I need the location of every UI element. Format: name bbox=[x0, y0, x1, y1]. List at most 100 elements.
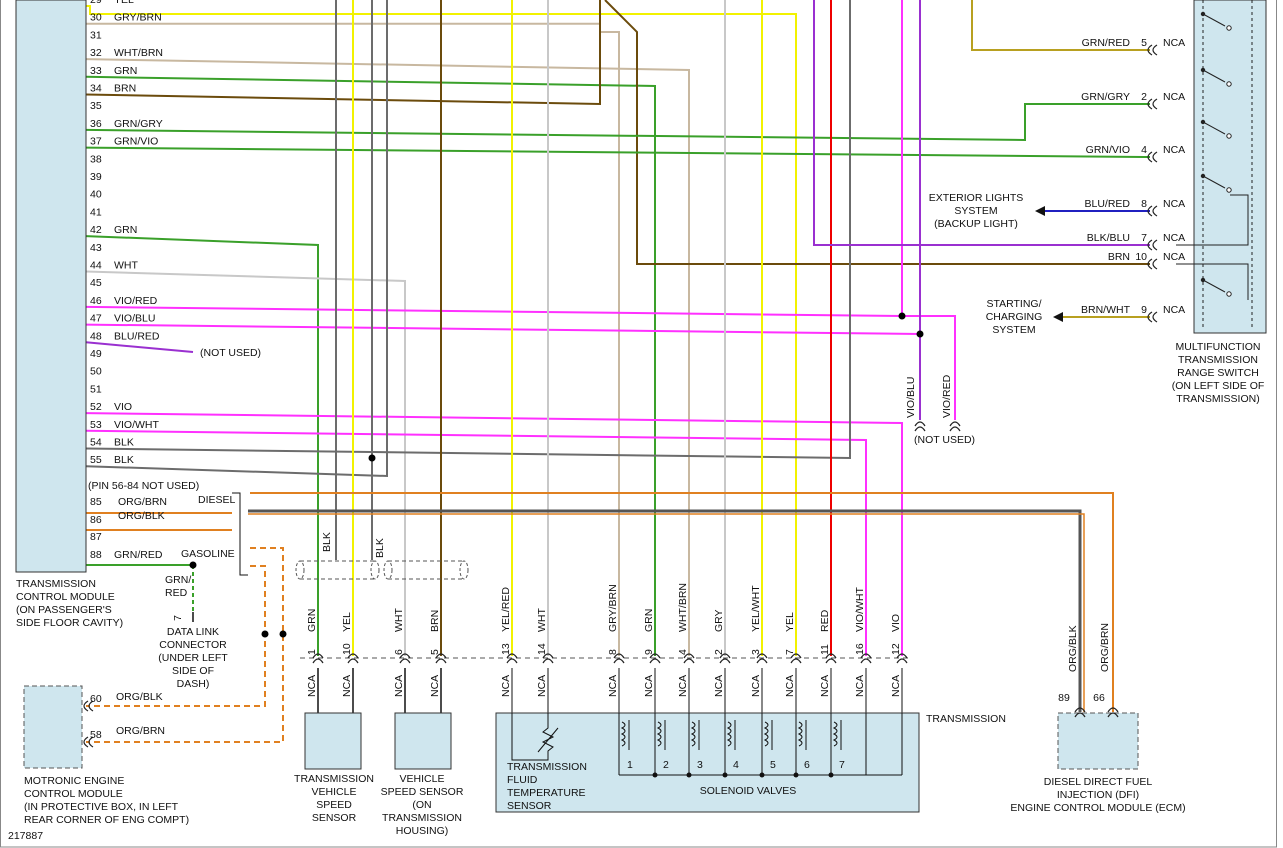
solenoid-coil bbox=[726, 721, 732, 747]
vss-title: TRANSMISSION bbox=[382, 812, 462, 824]
motronic-title: MOTRONIC ENGINE bbox=[24, 775, 124, 787]
tcm-pin-range-note: (PIN 56-84 NOT USED) bbox=[88, 480, 199, 492]
bottom-connector-terminal bbox=[683, 658, 695, 664]
range-switch-title: TRANSMISSION bbox=[1178, 354, 1258, 366]
range-switch-title: (ON LEFT SIDE OF bbox=[1172, 380, 1265, 392]
range-switch-terminal bbox=[1147, 239, 1153, 251]
switch-link bbox=[1176, 194, 1249, 246]
range-switch-box bbox=[1193, 0, 1267, 334]
bottom-pin-number: 14 bbox=[536, 643, 548, 655]
switch-contact bbox=[1202, 13, 1226, 27]
tcm-box bbox=[15, 0, 87, 573]
solenoid-number: 3 bbox=[697, 759, 703, 771]
switch-contact bbox=[1202, 279, 1226, 293]
tcm-title: CONTROL MODULE bbox=[16, 591, 115, 603]
tcm-pin-number: 55 bbox=[90, 454, 102, 466]
shield-end bbox=[370, 560, 380, 580]
wire-pin46-vio-red bbox=[85, 305, 903, 317]
ecm-terminal bbox=[1074, 707, 1086, 713]
ecm-wire-color: ORG/BLK bbox=[1067, 625, 1079, 672]
ecm-wire-color: ORG/BRN bbox=[1099, 623, 1111, 672]
tcm-pin-wire-color: YEL bbox=[114, 0, 134, 6]
switch-terminal bbox=[1226, 133, 1232, 139]
bottom-pin-number: 3 bbox=[750, 649, 762, 655]
range-switch-terminal bbox=[1147, 98, 1153, 110]
range-switch-title: RANGE SWITCH bbox=[1177, 367, 1259, 379]
bottom-nca: NCA bbox=[677, 675, 689, 697]
range-switch-terminal bbox=[1152, 311, 1158, 323]
bottom-wire-color: WHT bbox=[536, 608, 548, 632]
tcm-pin-wire-color: GRN/RED bbox=[114, 549, 163, 561]
arrow-starting-charging bbox=[1053, 312, 1063, 322]
vio-blu-terminal bbox=[914, 421, 926, 427]
bottom-connector-terminal bbox=[860, 658, 872, 664]
wire-pin32-wht-brn bbox=[85, 58, 690, 656]
bottom-connector-terminal bbox=[399, 653, 411, 659]
solenoid-number: 6 bbox=[804, 759, 810, 771]
range-switch-terminal bbox=[1147, 205, 1153, 217]
splice-dot bbox=[916, 330, 924, 338]
tcm-pin-number: 47 bbox=[90, 313, 102, 325]
bottom-connector-terminal bbox=[613, 658, 625, 664]
ecm-terminal bbox=[1107, 712, 1119, 718]
bottom-pin-number: 9 bbox=[643, 649, 655, 655]
tft-sensor-title: SENSOR bbox=[507, 800, 552, 812]
wire-pin55-blk bbox=[85, 0, 388, 478]
range-switch-wire-color: BLK/BLU bbox=[1087, 232, 1130, 244]
wire-pin42-grn bbox=[85, 235, 319, 656]
bottom-connector-terminal bbox=[649, 658, 661, 664]
tcm-pin-number: 87 bbox=[90, 531, 102, 543]
bottom-nca: NCA bbox=[643, 675, 655, 697]
range-switch-pin-number: 2 bbox=[1141, 91, 1147, 103]
tcm-pin-wire-color: WHT bbox=[114, 260, 138, 272]
bottom-wire-color: GRY bbox=[713, 609, 725, 632]
dlc-title: (UNDER LEFT bbox=[158, 652, 228, 664]
bottom-connector-terminal bbox=[312, 658, 324, 664]
vio-red-terminal bbox=[949, 421, 961, 427]
switch-terminal bbox=[1226, 187, 1232, 193]
pin48-not-used: (NOT USED) bbox=[200, 347, 261, 359]
bottom-connector-terminal bbox=[613, 653, 625, 659]
tcm-pin-number: 44 bbox=[90, 260, 102, 272]
switch-pivot bbox=[1200, 277, 1206, 283]
bottom-connector-terminal bbox=[542, 658, 554, 664]
range-switch-terminal bbox=[1152, 239, 1158, 251]
vss-title: SPEED SENSOR bbox=[381, 786, 464, 798]
range-switch-terminal bbox=[1152, 44, 1158, 56]
bottom-connector-terminal bbox=[719, 658, 731, 664]
range-switch-terminal bbox=[1152, 151, 1158, 163]
bottom-pin-number: 13 bbox=[500, 643, 512, 655]
range-switch-terminal bbox=[1152, 258, 1158, 270]
motronic-terminal bbox=[83, 736, 89, 748]
tcm-pin-number: 49 bbox=[90, 348, 102, 360]
splice-dot bbox=[368, 454, 376, 462]
tcm-pin-number: 33 bbox=[90, 65, 102, 77]
splice-dot bbox=[279, 630, 287, 638]
range-switch-nca: NCA bbox=[1163, 251, 1185, 263]
tcm-title: (ON PASSENGER'S bbox=[16, 604, 112, 616]
splice-dot bbox=[189, 561, 197, 569]
range-switch-wire-color: BRN/WHT bbox=[1081, 304, 1131, 316]
switch-terminal bbox=[1226, 291, 1232, 297]
starting-charging-label: SYSTEM bbox=[992, 324, 1035, 336]
bottom-pin-number: 7 bbox=[784, 649, 796, 655]
tft-sensor-title: TRANSMISSION bbox=[507, 761, 587, 773]
tcm-pin-wire-color: VIO bbox=[114, 401, 132, 413]
tcm-pin-wire-color: ORG/BRN bbox=[118, 496, 167, 508]
solenoid-coil bbox=[656, 721, 662, 747]
ecm-box bbox=[1057, 712, 1139, 770]
bottom-connector-terminal bbox=[756, 658, 768, 664]
bottom-wire-color: YEL bbox=[341, 612, 353, 632]
bottom-nca: NCA bbox=[429, 675, 441, 697]
tvss-title: SPEED bbox=[316, 799, 352, 811]
bottom-nca: NCA bbox=[393, 675, 405, 697]
ecm-terminal bbox=[1107, 707, 1119, 713]
bottom-nca: NCA bbox=[500, 675, 512, 697]
solenoid-valves-label: SOLENOID VALVES bbox=[700, 785, 796, 797]
tcm-pin-number: 51 bbox=[90, 383, 102, 395]
tcm-pin-wire-color: GRN bbox=[114, 224, 137, 236]
wire-org-brn-gas bbox=[86, 547, 284, 743]
bottom-connector-terminal bbox=[896, 658, 908, 664]
bottom-pin-number: 16 bbox=[854, 643, 866, 655]
tcm-pin-wire-color: BLK bbox=[114, 437, 134, 449]
